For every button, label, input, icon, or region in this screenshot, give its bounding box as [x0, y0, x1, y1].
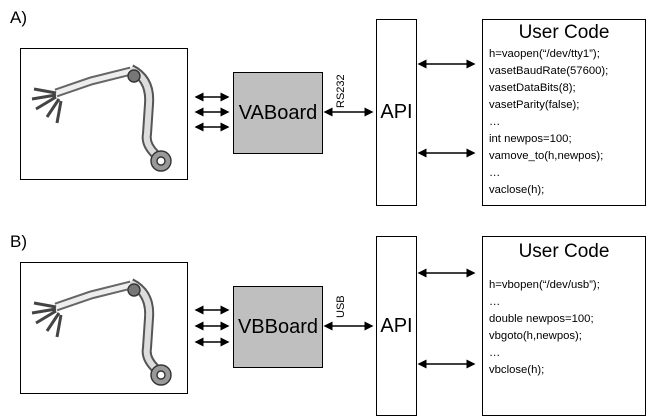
panel-a-user-code: User Code h=vaopen(“/dev/tty1”); vasetBa… [482, 19, 646, 206]
code-line: h=vaopen(“/dev/tty1”); [489, 48, 600, 60]
code-line: … [489, 167, 501, 179]
code-line: vasetParity(false); [489, 99, 580, 111]
code-line: vamove_to(h,newpos); [489, 150, 604, 162]
robot-arm-icon [31, 278, 172, 386]
code-line: … [489, 296, 501, 308]
panel-b-link-label: USB [335, 295, 347, 318]
code-line: h=vbopen(“/dev/usb”); [489, 279, 600, 291]
panel-b-label: B) [10, 232, 27, 251]
code-line: vaclose(h); [489, 184, 545, 196]
code-line: vasetBaudRate(57600); [489, 65, 609, 77]
panel-b-board: VBBoard [233, 286, 323, 368]
code-line: int newpos=100; [489, 133, 572, 145]
panel-a-label: A) [10, 8, 27, 27]
panel-b-user-code: User Code h=vbopen(“/dev/usb”); … double… [482, 236, 646, 416]
panel-b-code-title: User Code [518, 241, 610, 262]
code-line: … [489, 116, 501, 128]
panel-b-robot-frame [20, 262, 188, 394]
code-line: double newpos=100; [489, 313, 594, 325]
panel-a-link-label: RS232 [335, 74, 347, 108]
panel-a-robot-frame [20, 48, 188, 180]
panel-a-board: VABoard [233, 72, 323, 154]
robot-arm-icon [31, 64, 172, 172]
panel-b-api-box: API [376, 236, 417, 416]
code-line: … [489, 347, 501, 359]
code-line: vbclose(h); [489, 364, 545, 376]
panel-a-api-box: API [376, 19, 417, 206]
code-line: vbgoto(h,newpos); [489, 330, 582, 342]
code-line: vasetDataBits(8); [489, 82, 576, 94]
panel-a-code-title: User Code [518, 22, 610, 43]
